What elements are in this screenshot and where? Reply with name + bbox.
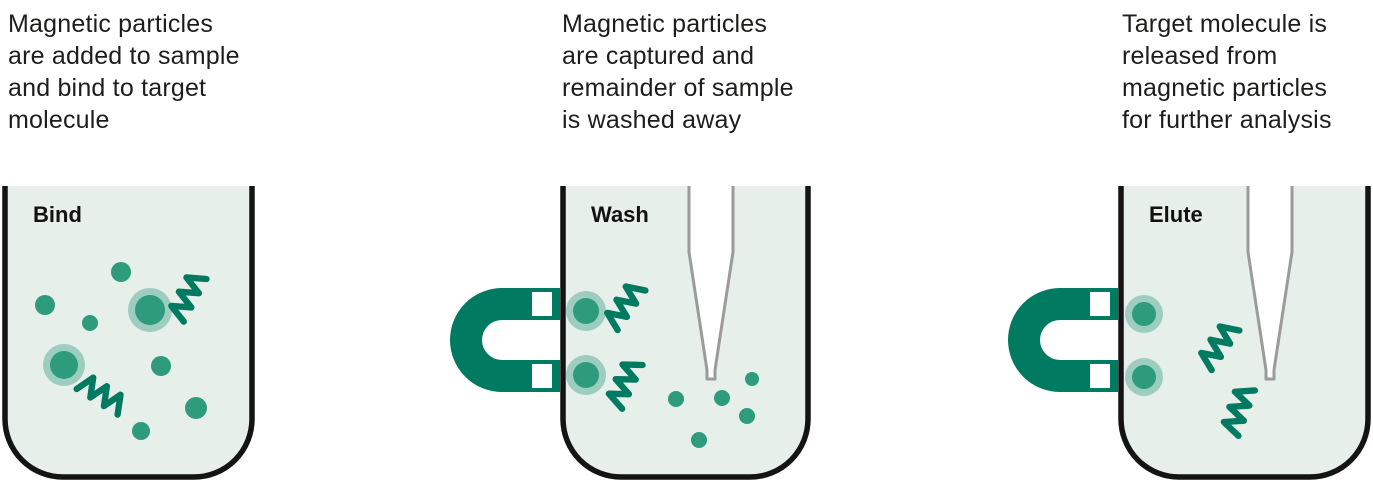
test-tube [560,186,811,480]
test-tube [1118,186,1371,480]
panel-caption-bind: Magnetic particles are added to sample a… [8,10,240,134]
pipette-tip [1246,186,1294,381]
magnetic-particle [714,390,730,406]
panel-caption-wash: Magnetic particles are captured and rema… [562,10,794,134]
dna-molecule [604,283,649,334]
tube-label: Elute [1149,202,1203,227]
magnetic-particle [151,356,171,376]
tube-label: Wash [591,202,649,227]
magnetic-particle [35,295,55,315]
dna-molecule [605,361,646,412]
magnetic-particle [132,422,150,440]
magnetic-particle [668,391,684,407]
magnetic-particle [185,397,207,419]
dna-molecule [1220,387,1259,440]
panel-caption-elute: Target molecule is released from magneti… [1122,10,1332,134]
magnetic-particle [739,408,755,424]
tube-label: Bind [33,202,82,227]
magnetic-particle [128,288,172,332]
dna-molecule [168,274,210,325]
dna-molecule [1198,323,1243,374]
magnetic-particle [691,432,707,448]
pipette-tip [687,186,735,381]
magnet-icon [450,288,560,392]
dna-molecule [73,374,124,418]
magnetic-particle [1125,295,1163,333]
magnetic-particle [745,372,759,386]
magnet-icon [1008,288,1118,392]
magnetic-particle [111,262,131,282]
panel-elute: Elute [1008,186,1371,480]
magnetic-particle [43,344,85,386]
magnetic-particle [1125,358,1163,396]
magnetic-particle [566,291,606,331]
panel-wash: Wash [450,186,811,480]
magnetic-particle [566,355,606,395]
panel-bind: Bind [2,186,255,480]
magnetic-particle [82,315,98,331]
test-tube [2,186,255,480]
